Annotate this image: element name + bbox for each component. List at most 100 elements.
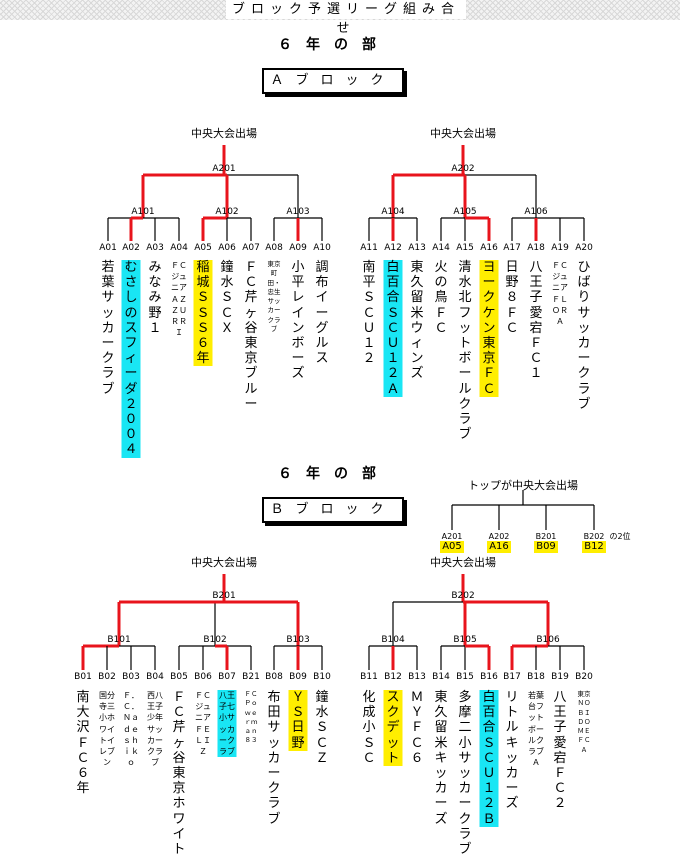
slot-label: A05: [194, 243, 212, 253]
finals-label-b202: 中央大会出場: [430, 556, 496, 569]
slot-label: A11: [360, 243, 378, 253]
team-name: ＭＹＦＣ６: [410, 690, 424, 766]
mid-node-label: A102: [215, 207, 239, 217]
top-node-label: A202: [451, 164, 475, 174]
slot-label: A20: [575, 243, 593, 253]
team-name: ひばりサッカークラブ: [577, 260, 591, 412]
top-league-winner: A05: [440, 541, 464, 553]
team-name: Ｆ．Ｃ．Ｎａｄｅｓｈｉｋｏ: [123, 691, 139, 768]
top-league-winner: A16: [487, 541, 511, 553]
top-league-note: の2位: [609, 532, 631, 541]
slot-label: A04: [170, 243, 188, 253]
mid-node-label: A104: [381, 207, 405, 217]
team-name: 鐘水ＳＣＸ: [220, 260, 234, 336]
top-league-node: B202: [583, 532, 605, 541]
top-league-node: A201: [441, 532, 463, 541]
slot-label: A16: [480, 243, 498, 253]
slot-label: B03: [122, 672, 140, 682]
finals-label-a202: 中央大会出場: [430, 127, 496, 140]
slot-label: B07: [218, 672, 236, 682]
slot-label: A10: [313, 243, 331, 253]
mid-node-label: B103: [286, 635, 310, 645]
slot-label: A19: [551, 243, 569, 253]
team-name: 多摩二小サッカークラブ: [458, 690, 472, 858]
team-name: ＦＣ芹ヶ谷東京ホワイト: [172, 690, 186, 858]
slot-label: A18: [527, 243, 545, 253]
team-name: 調布イーグルス: [315, 260, 329, 367]
slot-label: A14: [432, 243, 450, 253]
slot-label: A09: [289, 243, 307, 253]
team-name: リトルキッカーズ: [505, 690, 519, 812]
slot-label: B02: [98, 672, 116, 682]
top-league-node: A202: [488, 532, 510, 541]
slot-label: B14: [432, 672, 450, 682]
finals-label-a201: 中央大会出場: [191, 127, 257, 140]
team-name: 布田サッカークラブ: [267, 690, 281, 827]
top-league-label: トップが中央大会出場: [468, 479, 578, 492]
slot-label: B06: [194, 672, 212, 682]
slot-label: A12: [384, 243, 402, 253]
section-heading-a: ６ 年 の 部: [278, 37, 376, 53]
team-name: スクデット: [383, 690, 403, 767]
team-name: 国分寺三小ホワイトイレブン: [99, 691, 115, 768]
slot-label: B20: [575, 672, 593, 682]
team-name: 稲城ＳＳＳ６年: [193, 260, 213, 367]
slot-label: A07: [242, 243, 260, 253]
slot-label: B17: [503, 672, 521, 682]
slot-label: A06: [218, 243, 236, 253]
team-name: 東久留米ウィンズ: [410, 260, 424, 382]
slot-label: B13: [408, 672, 426, 682]
slot-label: B08: [265, 672, 283, 682]
mid-node-label: A101: [131, 207, 155, 217]
mid-node-label: B104: [381, 635, 405, 645]
slot-label: B11: [360, 672, 378, 682]
top-league-node: B201: [535, 532, 557, 541]
team-name: みなみ野１: [148, 260, 162, 336]
block-label-b: Ｂブロック: [262, 497, 404, 523]
team-name: ＦＣジュニアＦＥＬＩＺ: [195, 691, 211, 757]
team-name: 八王子七小サッカークラブ: [217, 690, 237, 758]
page-title: ブロック予選リーグ組み合せ: [226, 0, 466, 36]
team-name: ＦＣ芹ヶ谷東京ブルー: [244, 260, 258, 412]
team-name: 西八王子少年サッカークラブ: [147, 691, 163, 768]
team-name: ＦＣジュニアＡＺＺＵＲＲＩ: [171, 261, 187, 338]
team-name: 日野８ＦＣ: [505, 260, 519, 336]
slot-label: A15: [456, 243, 474, 253]
slot-label: A03: [146, 243, 164, 253]
team-name: 鐘水ＳＣＺ: [315, 690, 329, 766]
slot-label: A08: [265, 243, 283, 253]
finals-label-b201: 中央大会出場: [191, 556, 257, 569]
slot-label: A17: [503, 243, 521, 253]
team-name: 白百合ＳＣＵ１２Ｂ: [479, 690, 499, 827]
team-name: 東京ＮＯＢＩＤＯＭＥＦＣＡ: [577, 690, 591, 754]
block-label-a: Ａブロック: [262, 68, 404, 94]
mid-node-label: B101: [107, 635, 131, 645]
top-league-winner: B12: [582, 541, 606, 553]
team-name: 火の鳥ＦＣ: [434, 260, 448, 336]
mid-node-label: B105: [453, 635, 477, 645]
team-name: 八王子愛宕ＦＣ１: [529, 260, 543, 382]
team-name: 清水北フットボールクラブ: [458, 260, 472, 443]
top-node-label: B201: [212, 591, 236, 601]
top-league-winner: B09: [534, 541, 558, 553]
team-name: 白百合ＳＣＵ１２Ａ: [383, 260, 403, 397]
team-name: ヨークケン東京ＦＣ: [479, 260, 499, 397]
top-node-label: B202: [451, 591, 475, 601]
slot-label: A13: [408, 243, 426, 253]
slot-label: B05: [170, 672, 188, 682]
team-name: ＦＣジュニアＦＬＯＲＡ: [552, 261, 568, 327]
slot-label: A02: [122, 243, 140, 253]
slot-label: B09: [289, 672, 307, 682]
mid-node-label: B106: [536, 635, 560, 645]
team-name: 化成小ＳＣ: [362, 690, 376, 766]
team-name: 南大沢ＦＣ６年: [76, 690, 90, 797]
slot-label: B12: [384, 672, 402, 682]
top-node-label: A201: [212, 164, 236, 174]
slot-label: B21: [242, 672, 260, 682]
slot-label: B04: [146, 672, 164, 682]
team-name: ＦＣＰｏｗｅｒｍａｎ８３: [244, 690, 258, 745]
slot-label: B16: [480, 672, 498, 682]
team-name: 若葉台フットボールクラブＡ: [528, 691, 544, 768]
team-name: 小平レインボーズ: [291, 260, 305, 382]
